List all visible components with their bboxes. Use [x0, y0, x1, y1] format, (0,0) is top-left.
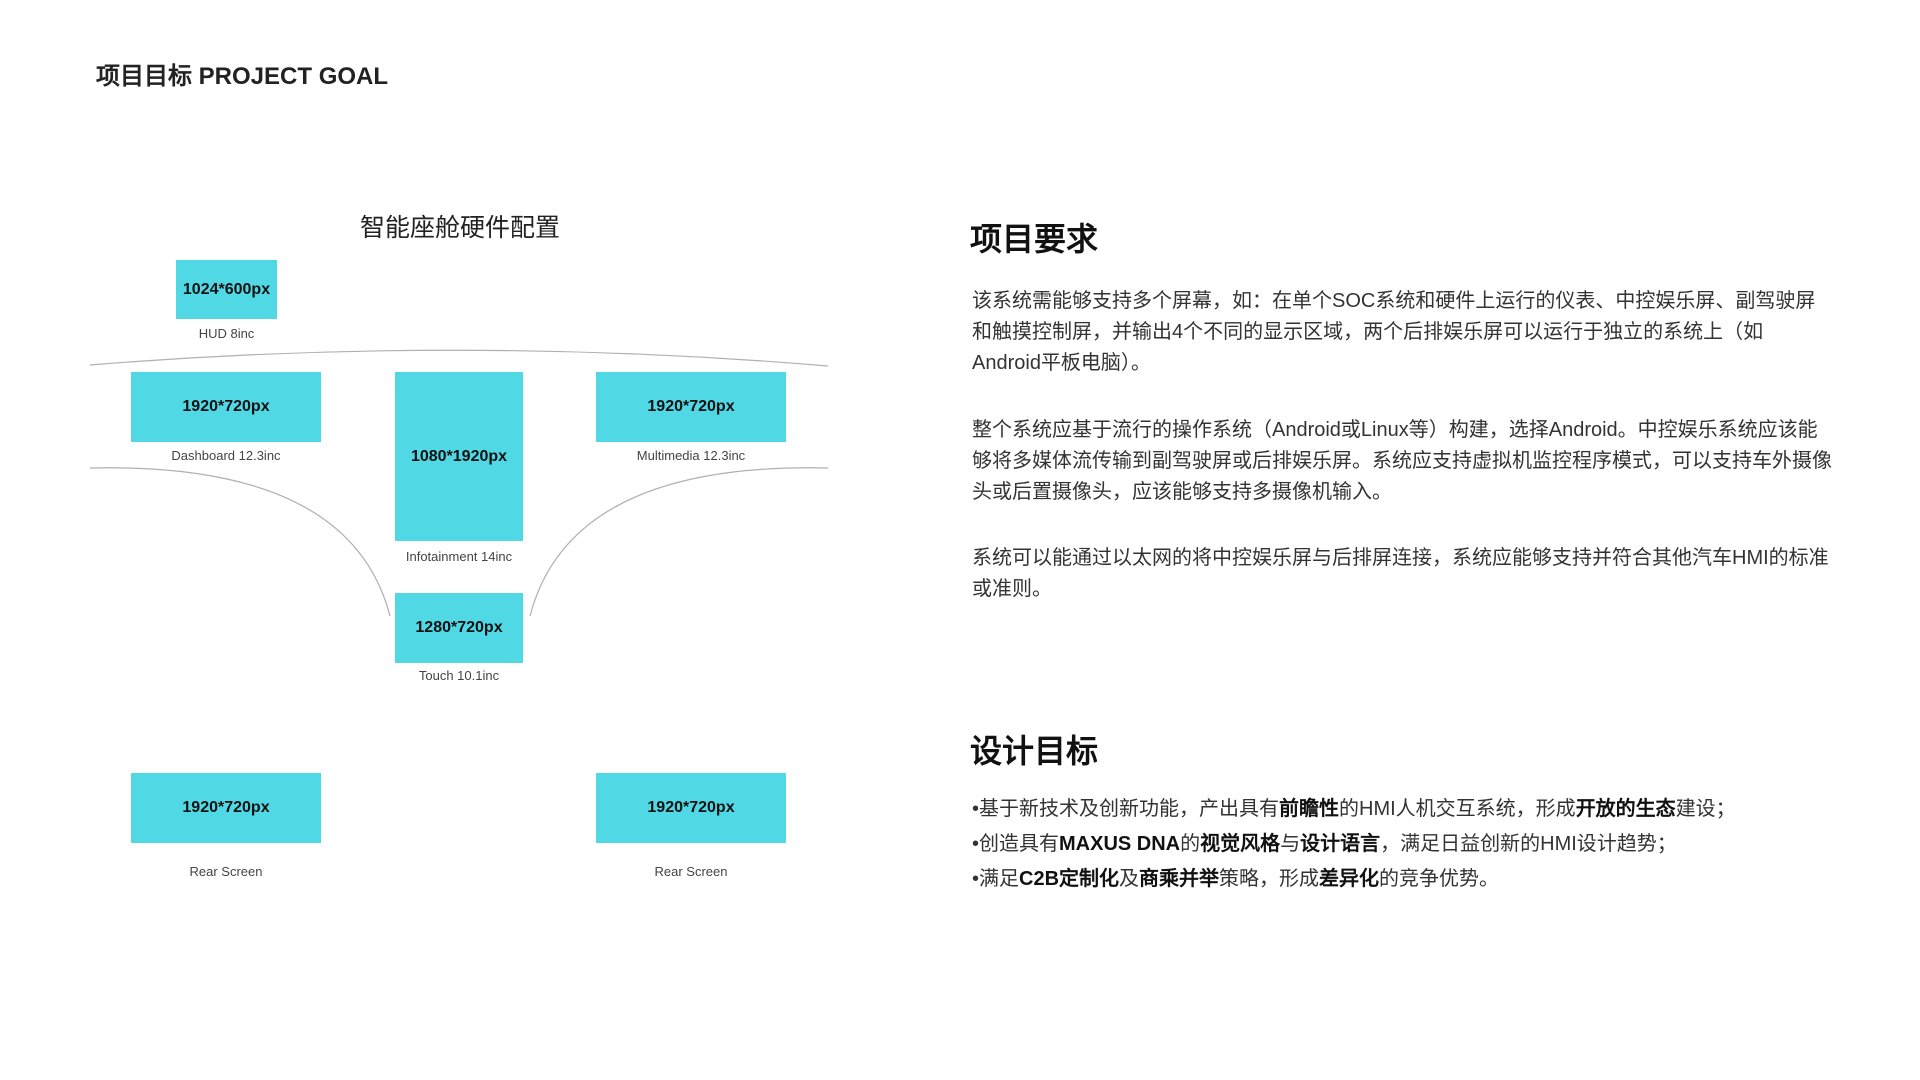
rear-right-resolution: 1920*720px	[647, 799, 735, 816]
emphasis: 差异化	[1319, 868, 1380, 890]
hud-label: HUD 8inc	[198, 326, 255, 341]
dashboard-resolution: 1920*720px	[182, 398, 270, 415]
rear-left-resolution: 1920*720px	[182, 799, 270, 816]
left-console-curve	[89, 467, 391, 617]
rear-right-label: Rear Screen	[654, 864, 728, 879]
touch-label: Touch 10.1inc	[418, 668, 500, 683]
emphasis: 开放的生态	[1575, 798, 1676, 820]
hud-resolution: 1024*600px	[182, 280, 271, 298]
page-title: 项目目标 PROJECT GOAL	[96, 63, 389, 90]
emphasis: 视觉风格	[1200, 833, 1281, 855]
infotainment-label: Infotainment 14inc	[405, 549, 513, 564]
bullet-mark: •	[972, 798, 980, 820]
dashboard-screen: 1920*720px	[131, 372, 321, 442]
requirements-paragraph-1: 该系统需能够支持多个屏幕，如：在单个SOC系统和硬件上运行的仪表、中控娱乐屏、副…	[972, 290, 1816, 374]
bullet-mark: •	[972, 833, 980, 855]
infotainment-screen: 1080*1920px	[395, 372, 523, 541]
emphasis: 商乘并举	[1139, 868, 1220, 890]
emphasis: 设计语言	[1300, 833, 1381, 855]
requirements-paragraph-3: 系统可以能通过以太网的将中控娱乐屏与后排屏连接，系统应能够支持并符合其他汽车HM…	[972, 547, 1829, 600]
dashboard-label: Dashboard 12.3inc	[171, 448, 281, 463]
requirements-paragraph-2: 整个系统应基于流行的操作系统（Android或Linux等）构建，选择Andro…	[972, 419, 1832, 503]
right-console-curve	[529, 467, 829, 617]
bullet-mark: •	[972, 868, 980, 890]
emphasis: MAXUS DNA	[1059, 833, 1181, 855]
infotainment-resolution: 1080*1920px	[410, 447, 508, 465]
multimedia-screen: 1920*720px	[596, 372, 786, 442]
rear-screen-right: 1920*720px	[596, 773, 786, 843]
windshield-curve	[89, 349, 829, 367]
requirements-heading: 项目要求	[970, 221, 1099, 257]
goal-item-2: •创造具有MAXUS DNA的视觉风格与设计语言，满足日益创新的HMI设计趋势；	[972, 833, 1677, 855]
diagram-title: 智能座舱硬件配置	[359, 214, 560, 242]
emphasis: C2B定制化	[1019, 868, 1120, 890]
multimedia-resolution: 1920*720px	[647, 398, 735, 415]
rear-left-label: Rear Screen	[189, 864, 263, 879]
goal-item-1: •基于新技术及创新功能，产出具有前瞻性的HMI人机交互系统，形成开放的生态建设；	[972, 798, 1736, 820]
hud-screen: 1024*600px	[176, 260, 277, 319]
multimedia-label: Multimedia 12.3inc	[636, 448, 746, 463]
touch-resolution: 1280*720px	[415, 619, 503, 636]
emphasis: 前瞻性	[1279, 798, 1340, 820]
rear-screen-left: 1920*720px	[131, 773, 321, 843]
goal-item-3: •满足C2B定制化及商乘并举策略，形成差异化的竞争优势。	[972, 868, 1500, 890]
goals-heading: 设计目标	[970, 733, 1099, 769]
touch-screen: 1280*720px	[395, 593, 523, 663]
